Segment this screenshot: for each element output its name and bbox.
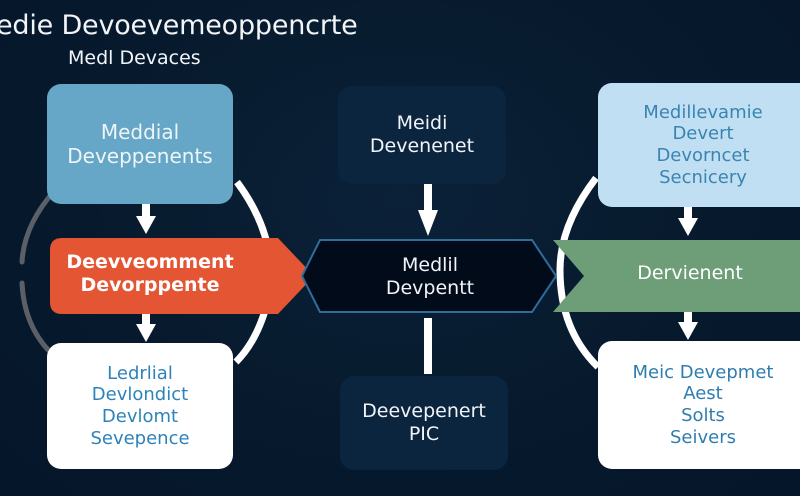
right-top-box-line: Devert: [672, 123, 734, 145]
right-bottom-box-line: Seivers: [669, 426, 736, 448]
right-bottom-box-line: Meic Devepmet: [632, 361, 774, 383]
right-bottom-box-line: Aest: [683, 383, 723, 405]
connector-center-middle-to-bottom: [424, 318, 432, 374]
center-bottom-box-line: Deevepenert: [362, 400, 486, 423]
right-top-box: Medillevamie Devert Devorncet Secnicery: [598, 83, 800, 207]
dark-process-arrow: [300, 239, 558, 313]
left-top-box-line: Deveppenents: [67, 144, 213, 168]
left-middle-arrow-label: Deevveomment Devorppente: [50, 237, 250, 311]
arrow-right-middle-to-bottom: [678, 312, 698, 340]
left-middle-line: Devorppente: [80, 274, 220, 296]
left-bottom-box-line: Devlondict: [91, 384, 189, 406]
arrow-left-top-to-middle: [136, 204, 156, 234]
diagram-subtitle: Medl Devaces: [68, 47, 201, 69]
left-top-box: Meddial Deveppenents: [47, 84, 233, 204]
right-top-box-line: Devorncet: [656, 145, 750, 166]
right-middle-line: Dervienent: [637, 261, 743, 284]
left-bottom-box-line: Devlomt: [101, 406, 179, 427]
center-bottom-box-line: PIC: [408, 423, 440, 445]
left-bottom-box: Ledrlial Devlondict Devlomt Sevepence: [47, 343, 233, 469]
right-cycle-arc-white: [556, 175, 601, 370]
left-bottom-box-line: Ledrlial: [107, 362, 173, 384]
right-top-box-line: Secnicery: [659, 166, 747, 188]
center-middle-arrow-label: Medlil Devpentt: [310, 240, 550, 314]
left-middle-line: Deevveomment: [66, 251, 234, 274]
center-top-box: Meidi Devenenet: [338, 86, 506, 184]
center-bottom-box: Deevepenert PIC: [340, 376, 508, 470]
center-top-box-line: Devenenet: [369, 135, 475, 157]
diagram-title: edie Devoevemeoppencrte: [0, 10, 358, 41]
left-bottom-box-line: Sevepence: [90, 427, 190, 449]
left-cycle-arc-lower: [19, 280, 53, 355]
arrow-left-middle-to-bottom: [136, 312, 156, 342]
center-top-box-line: Meidi: [396, 112, 448, 135]
arrow-center-top-to-middle: [418, 184, 438, 236]
arrow-right-top-to-middle: [678, 207, 698, 236]
right-top-box-line: Medillevamie: [643, 101, 763, 123]
right-middle-arrow-label: Dervienent: [580, 240, 800, 306]
left-top-box-line: Meddial: [100, 120, 180, 144]
center-middle-line: Devpentt: [385, 277, 475, 299]
right-bottom-box-line: Solts: [681, 405, 725, 426]
green-process-chevron: [553, 240, 800, 312]
orange-process-arrow: [50, 238, 314, 314]
right-bottom-box: Meic Devepmet Aest Solts Seivers: [598, 341, 800, 469]
center-middle-line: Medlil: [402, 254, 458, 277]
